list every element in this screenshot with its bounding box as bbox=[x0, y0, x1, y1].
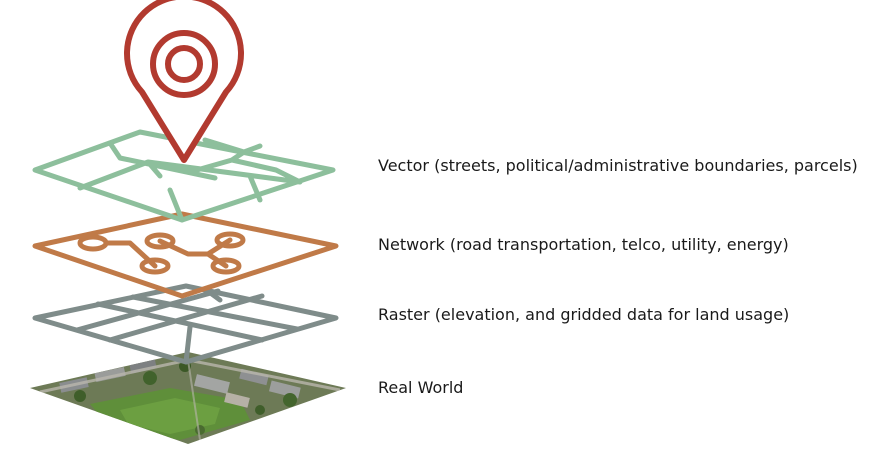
network-node bbox=[210, 257, 242, 275]
vector-layer-label: Vector (streets, political/administrativ… bbox=[378, 156, 858, 175]
vector-streets bbox=[77, 137, 303, 223]
network-node bbox=[139, 257, 171, 275]
raster-layer bbox=[32, 283, 339, 365]
raster-layer-label: Raster (elevation, and gridded data for … bbox=[378, 305, 790, 324]
raster-grid bbox=[74, 286, 300, 365]
pin-inner-ring bbox=[165, 45, 203, 83]
network-node bbox=[144, 232, 176, 250]
building bbox=[224, 392, 250, 408]
network-outline bbox=[32, 211, 339, 299]
real-world-layer-label: Real World bbox=[378, 378, 464, 397]
building bbox=[194, 374, 230, 394]
network-node bbox=[77, 234, 109, 252]
network-layer bbox=[32, 211, 339, 299]
network-node bbox=[214, 231, 246, 249]
location-pin-icon bbox=[124, 0, 244, 163]
vector-layer bbox=[32, 129, 336, 223]
vector-outline bbox=[32, 129, 336, 223]
network-layer-label: Network (road transportation, telco, uti… bbox=[378, 235, 789, 254]
